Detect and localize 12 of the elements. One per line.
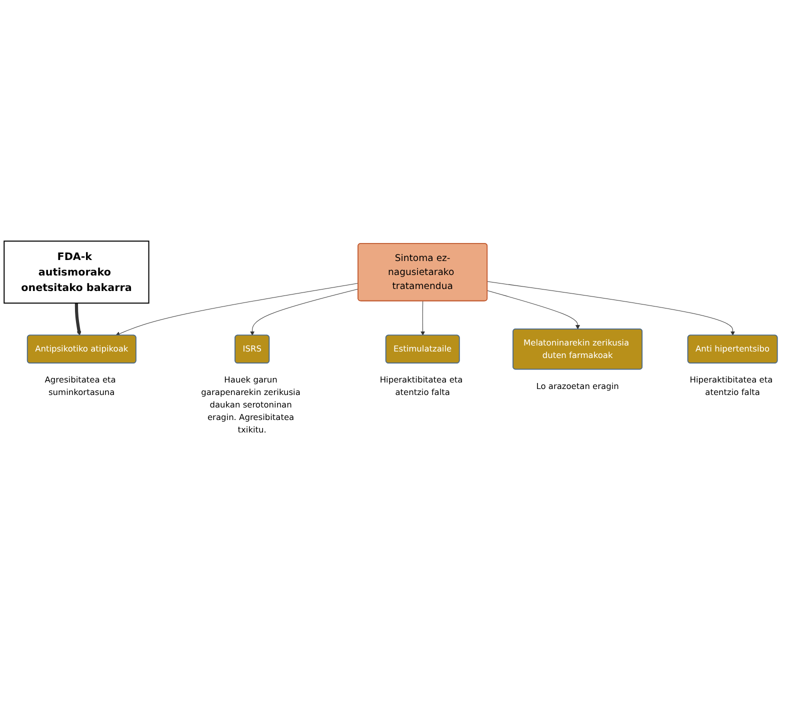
arrow [487, 290, 580, 330]
arrow [487, 280, 736, 336]
arrow [250, 288, 359, 336]
node-label: Hauek garun garapenarekin zerikusia daukan serotoninan eragin. Agresibitatea txikitu. [201, 374, 300, 434]
node-label: Agresibitatea eta suminkortasuna [44, 374, 116, 397]
node-label: Lo arazoetan eragin [536, 380, 619, 391]
node-label: Hiperaktibitatea eta atentzio falta [380, 374, 463, 397]
arrow [420, 300, 426, 336]
node-box: FDA-k autismorako onetsitako bakarra [4, 240, 150, 304]
arrow [74, 302, 82, 336]
arrow [115, 282, 359, 336]
node-label: Hiperaktibitatea eta atentzio falta [690, 374, 773, 397]
